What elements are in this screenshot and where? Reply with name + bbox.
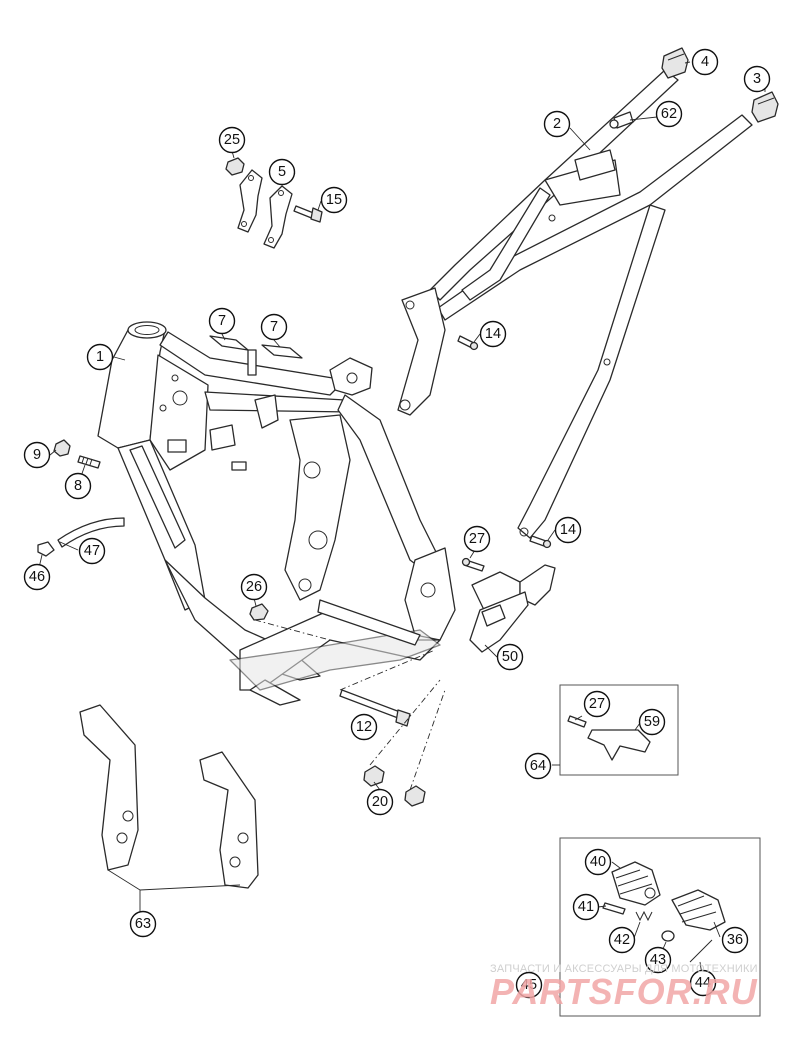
svg-text:64: 64 [530,758,546,774]
callout-14b: 14 [554,516,582,544]
svg-text:42: 42 [614,932,630,948]
rear-subframe [397,69,753,539]
callout-5: 5 [268,158,296,186]
bolt-14-lower [529,535,552,549]
kit-box-64 [552,684,679,776]
callout-4: 4 [691,48,719,76]
svg-text:43: 43 [650,952,666,968]
svg-text:14: 14 [560,522,576,538]
side-stand-50 [469,564,556,653]
kit-box-footpegs [559,837,761,1017]
callout-27a: 27 [463,525,491,553]
callout-3: 3 [743,65,771,93]
engine-brackets-5 [237,169,293,249]
svg-text:62: 62 [661,106,677,122]
main-frame [97,321,456,706]
bolt-14-upper [457,335,479,351]
rail-end-plug-4 [661,47,689,79]
svg-text:5: 5 [278,164,286,180]
callout-7a: 7 [208,307,236,335]
callout-12: 12 [350,713,378,741]
callout-46: 46 [23,563,51,591]
callout-20: 20 [366,788,394,816]
svg-text:15: 15 [326,192,342,208]
svg-text:59: 59 [644,714,660,730]
rail-end-plug-3 [751,91,779,123]
callout-8: 8 [64,472,92,500]
svg-text:12: 12 [356,719,372,735]
callout-15: 15 [320,186,348,214]
svg-text:1: 1 [96,349,104,365]
svg-text:36: 36 [727,932,743,948]
callout-36: 36 [721,926,749,954]
svg-text:2: 2 [553,116,561,132]
svg-text:3: 3 [753,71,761,87]
watermark: ЗАПЧАСТИ И АКСЕССУАРЫ ДЛЯ МОТОТЕХНИКИ PA… [490,963,758,1012]
bolt-62 [609,111,634,129]
callout-25: 25 [218,126,246,154]
callout-26: 26 [240,573,268,601]
svg-text:9: 9 [33,447,41,463]
callout-47: 47 [78,537,106,565]
svg-text:7: 7 [270,319,278,335]
svg-text:27: 27 [469,531,485,547]
callout-9: 9 [23,441,51,469]
decals-7 [209,335,303,359]
nut-26 [249,603,269,621]
svg-text:7: 7 [218,313,226,329]
callout-62: 62 [655,100,683,128]
pivot-axle-12 [339,689,411,727]
svg-text:4: 4 [701,54,709,70]
svg-text:63: 63 [135,916,151,932]
callout-50: 50 [496,643,524,671]
svg-text:46: 46 [29,569,45,585]
callout-40: 40 [584,848,612,876]
screw-8 [77,455,101,469]
bolt-27-upper [461,557,485,572]
assembly-lines [254,619,446,791]
svg-text:26: 26 [246,579,262,595]
callout-27b: 27 [583,690,611,718]
callout-43: 43 [644,946,672,974]
svg-text:47: 47 [84,543,100,559]
svg-text:14: 14 [485,326,501,342]
svg-text:41: 41 [578,899,594,915]
svg-text:40: 40 [590,854,606,870]
callout-14a: 14 [479,320,507,348]
watermark-brand: PARTSFOR.RU [490,971,758,1012]
callout-45: 45 [515,971,543,999]
svg-text:45: 45 [521,977,537,993]
callout-7b: 7 [260,313,288,341]
callout-41: 41 [572,893,600,921]
callout-59: 59 [638,708,666,736]
screw-15 [293,205,323,223]
svg-text:27: 27 [589,696,605,712]
svg-text:50: 50 [502,649,518,665]
callout-64: 64 [524,752,552,780]
callout-1: 1 [86,343,114,371]
callout-42: 42 [608,926,636,954]
svg-text:25: 25 [224,132,240,148]
nut-9 [53,439,71,457]
callout-2: 2 [543,110,571,138]
callout-63: 63 [129,910,157,938]
nuts-20 [363,765,426,807]
callout-44: 44 [689,969,717,997]
nut-25 [225,157,245,176]
watermark-tagline: ЗАПЧАСТИ И АКСЕССУАРЫ ДЛЯ МОТОТЕХНИКИ [490,963,758,975]
hose-clip-46 [37,541,55,557]
hose-47 [57,517,125,548]
svg-text:20: 20 [372,794,388,810]
svg-text:44: 44 [695,975,711,991]
svg-text:8: 8 [74,478,82,494]
frame-protectors-63 [79,704,259,889]
